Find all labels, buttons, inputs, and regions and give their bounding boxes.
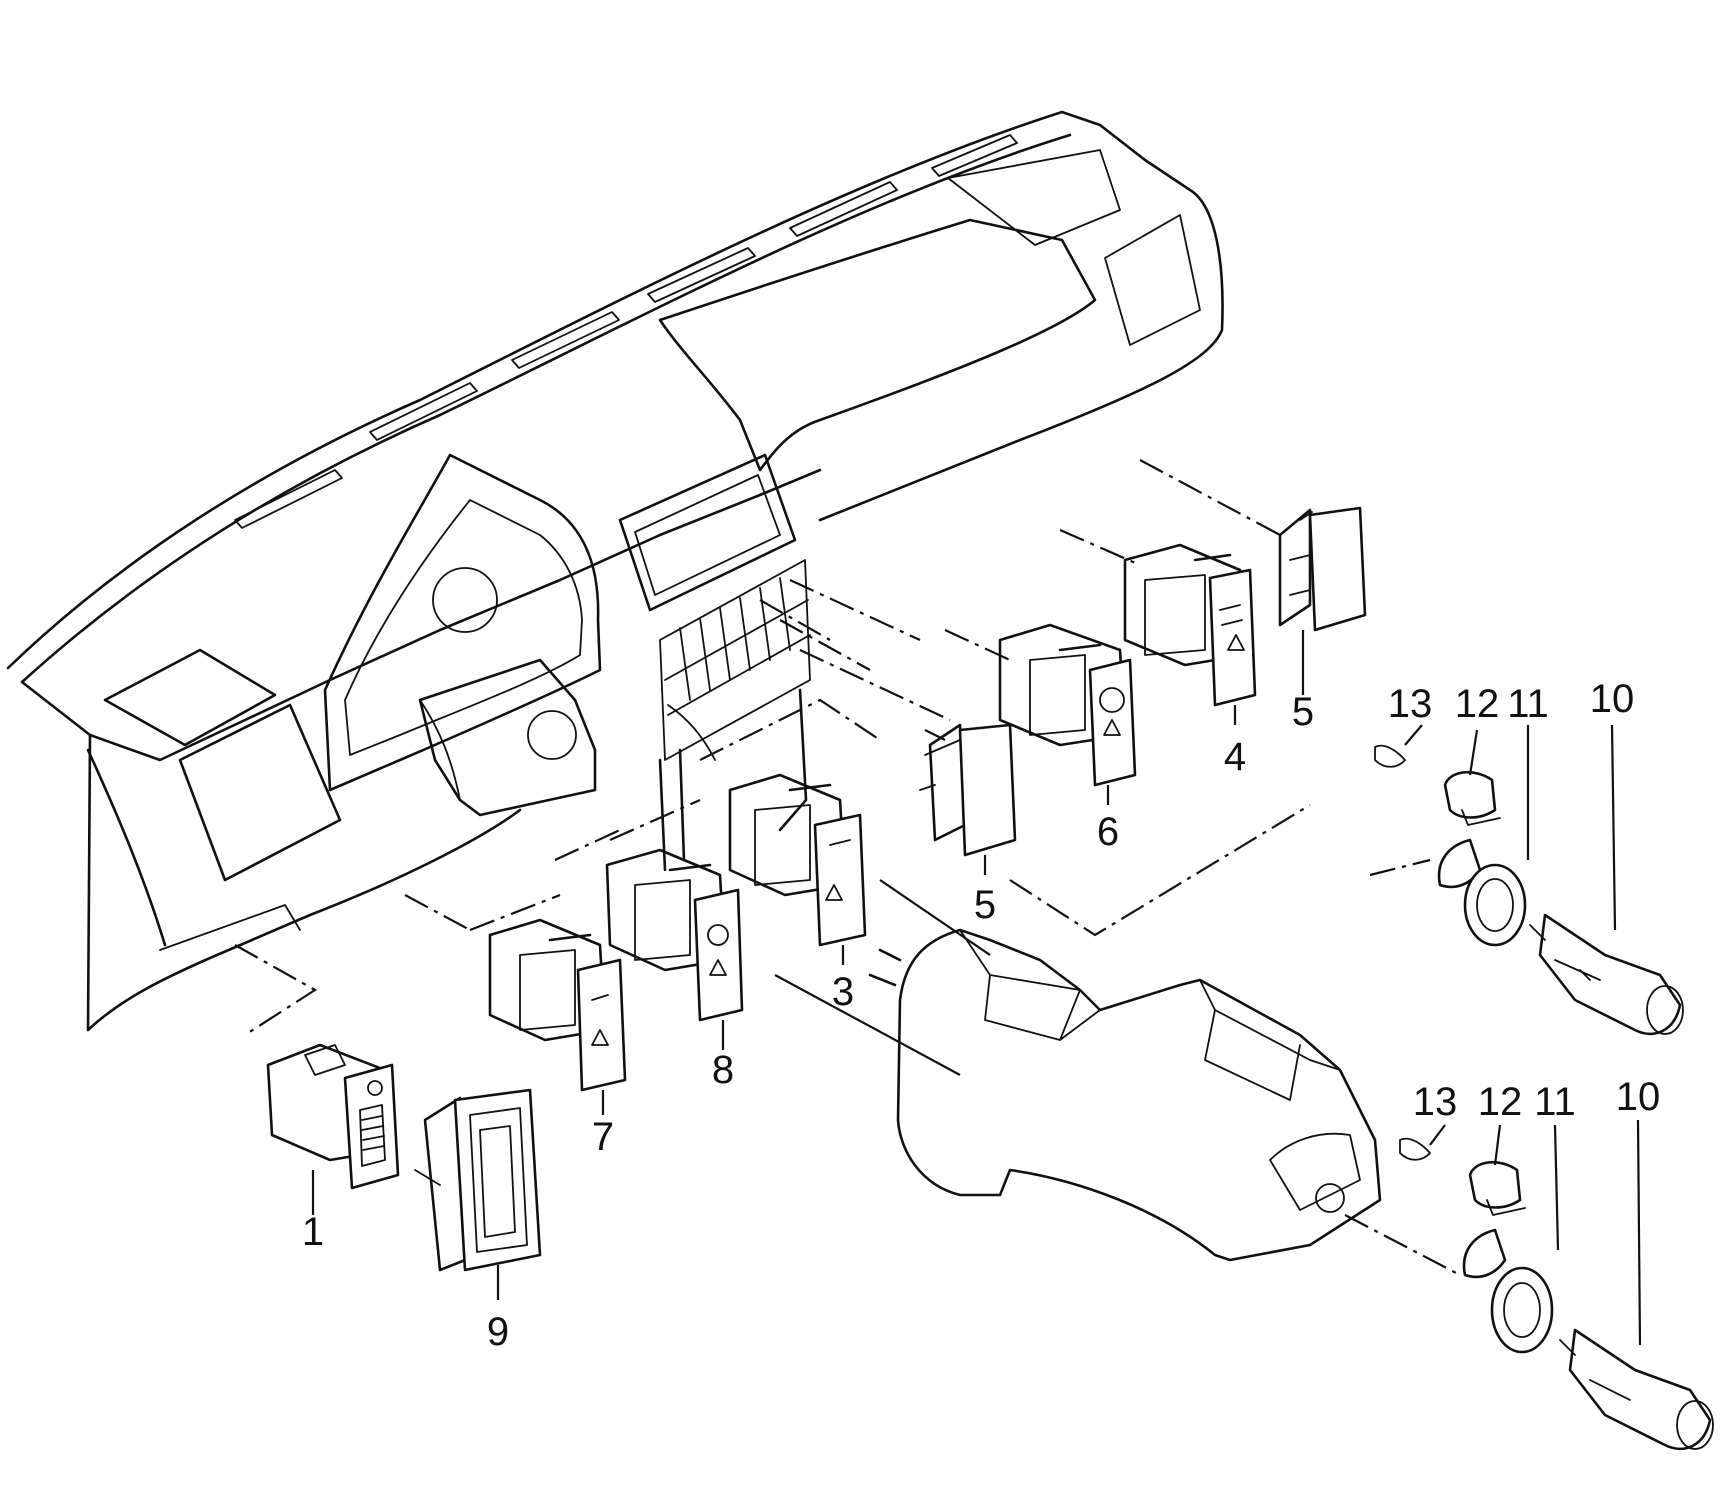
center-console [868, 928, 1382, 1262]
part-9-switch-frame [414, 1088, 542, 1272]
part-5-blank-cover-lower [919, 723, 1017, 857]
part-10-lighter-lower [1568, 1328, 1712, 1451]
lighter-assembly-upper [1374, 744, 1684, 1036]
assembly-guide-lines [234, 459, 1461, 1276]
switch-opening-grid [659, 559, 811, 761]
part-3-fog-light-switch [728, 773, 867, 947]
callout-9: 9 [487, 1310, 509, 1354]
callout-5-upper: 5 [1292, 690, 1314, 734]
part-13-bulb-upper [1374, 744, 1406, 768]
callout-13-lower: 13 [1413, 1080, 1458, 1124]
part-12-bulb-holder-upper [1443, 771, 1497, 819]
part-12-bulb-holder-lower [1468, 1161, 1522, 1209]
callout-13-upper: 13 [1388, 682, 1433, 726]
callout-10-upper: 10 [1590, 677, 1635, 721]
lighter-assembly-lower [1399, 1137, 1714, 1451]
part-7-front-fog-switch [488, 918, 627, 1092]
callout-4: 4 [1224, 735, 1246, 779]
callout-7: 7 [592, 1115, 614, 1159]
part-5-blank-cover-upper [1278, 506, 1367, 632]
callout-8: 8 [712, 1048, 734, 1092]
part-4-rear-defrost-switch [1123, 543, 1257, 707]
part-10-lighter-upper [1538, 913, 1682, 1036]
part-1-headlight-range-control [266, 1043, 400, 1190]
callout-1: 1 [302, 1210, 324, 1254]
part-11-lighter-ring-upper [1463, 863, 1527, 947]
callout-3: 3 [832, 970, 854, 1014]
callout-labels: 1 3 4 5 5 6 7 8 9 10 11 12 13 10 11 12 1… [302, 677, 1660, 1354]
callout-11-lower: 11 [1534, 1080, 1576, 1124]
callout-12-upper: 12 [1455, 682, 1500, 726]
part-11-lighter-ring-lower [1490, 1266, 1554, 1354]
part-8-rear-fog-switch [605, 848, 744, 1022]
dashboard-assembly [6, 110, 1224, 1032]
part-13-bulb-lower [1399, 1137, 1431, 1161]
callout-leader-lines [311, 630, 1642, 1346]
part-6-light-switch [998, 623, 1137, 787]
callout-10-lower: 10 [1616, 1075, 1661, 1119]
callout-6: 6 [1097, 810, 1119, 854]
callout-5-lower: 5 [974, 883, 996, 927]
callout-12-lower: 12 [1478, 1080, 1523, 1124]
callout-11-upper: 11 [1507, 682, 1549, 726]
